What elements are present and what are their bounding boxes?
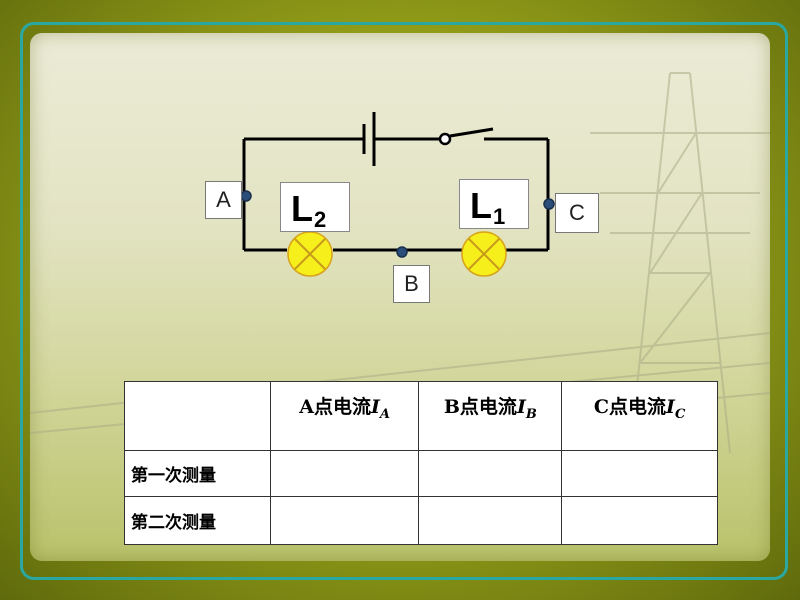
header-ib-var: I <box>516 396 526 418</box>
node-a <box>240 190 252 202</box>
table-header-ic: C点电流IC <box>561 381 718 451</box>
header-ia-var: I <box>371 396 380 418</box>
node-c <box>543 198 555 210</box>
row-label-second: 第二次测量 <box>124 496 271 545</box>
point-b-label: B <box>393 265 430 303</box>
table-row: 第二次测量 <box>124 496 718 545</box>
switch-pivot <box>438 132 452 146</box>
table-header-row: A点电流IA B点电流IB C点电流IC <box>124 381 718 451</box>
header-ia-text: A点电流 <box>299 396 371 418</box>
table-cell <box>269 450 420 497</box>
table-cell <box>269 496 420 545</box>
header-ib-text: B点电流 <box>443 396 517 418</box>
table-header-ib: B点电流IB <box>418 381 563 451</box>
lamp-l1-letter: L <box>470 185 492 226</box>
switch-blade <box>449 127 494 138</box>
row-label-first: 第一次测量 <box>124 450 271 497</box>
header-ia-sub: A <box>379 406 390 422</box>
slide-frame <box>20 22 788 580</box>
header-ic-var: I <box>666 396 675 418</box>
table-header-empty <box>124 381 271 451</box>
lamp-l1-icon <box>461 231 507 277</box>
header-ic-sub: C <box>674 406 686 422</box>
table-cell <box>561 450 718 497</box>
table-cell <box>418 450 563 497</box>
table-header-ia: A点电流IA <box>269 381 420 451</box>
table-cell <box>561 496 718 545</box>
lamp-l2-icon <box>287 231 333 277</box>
lamp-l1-subscript: 1 <box>493 204 506 229</box>
point-a-label: A <box>205 181 242 219</box>
node-b <box>396 246 408 258</box>
lamp-l2-letter: L <box>291 188 313 229</box>
header-ib-sub: B <box>525 406 537 422</box>
point-c-label: C <box>555 193 599 233</box>
header-ic-text: C点电流 <box>593 396 667 418</box>
table-cell <box>418 496 563 545</box>
table-row: 第一次测量 <box>124 450 718 497</box>
measurement-table: A点电流IA B点电流IB C点电流IC 第一次测量 第二次测量 <box>124 381 718 545</box>
lamp-l2-subscript: 2 <box>314 207 327 232</box>
